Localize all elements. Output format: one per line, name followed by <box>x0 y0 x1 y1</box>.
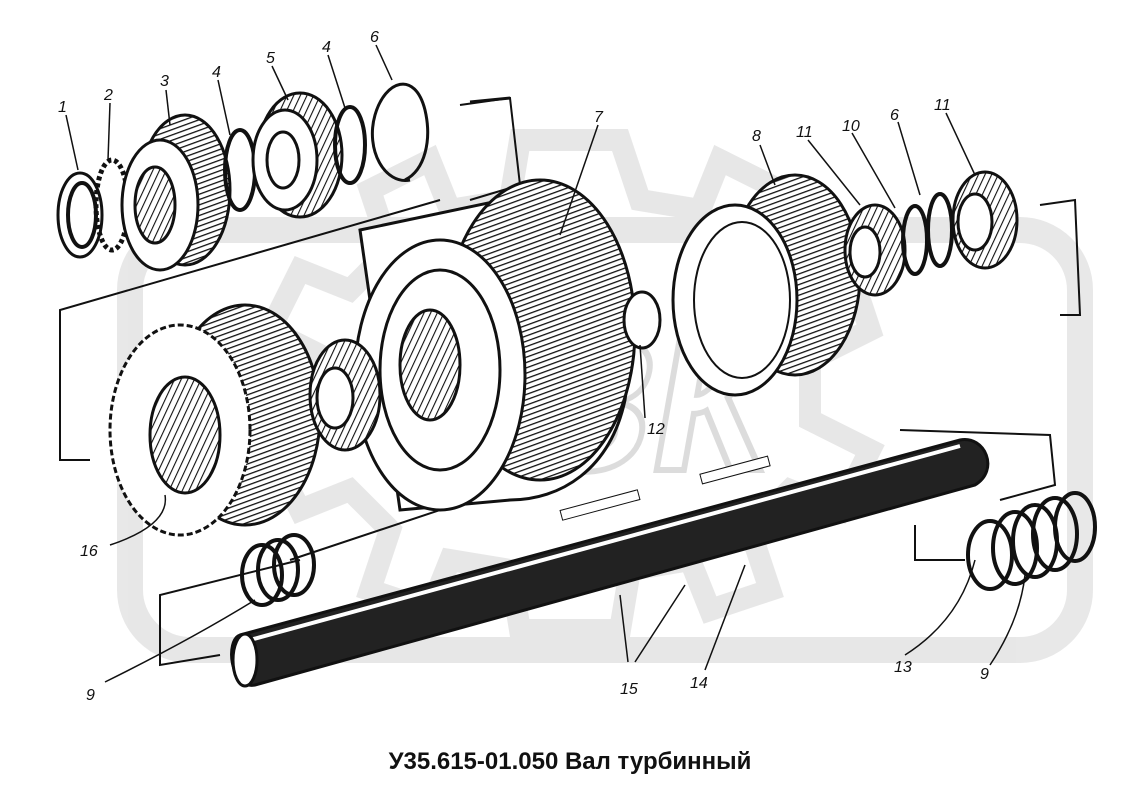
callout-3: 3 <box>160 73 169 90</box>
callout-4-a: 4 <box>212 64 221 81</box>
part-16-splined-gear <box>108 303 322 537</box>
callout-labels: 1 2 3 4 5 4 6 7 8 11 10 6 11 12 16 9 15 … <box>58 29 989 704</box>
part-11-bearing-b <box>951 170 1019 270</box>
part-9-spring-rings-right <box>991 491 1097 586</box>
exploded-parts-diagram: ОЗК <box>56 29 1097 704</box>
callout-1: 1 <box>58 99 67 116</box>
part-5-bearing <box>251 91 344 219</box>
part-14-turbine-shaft <box>230 438 990 688</box>
part-7-clutch-drum <box>353 178 662 512</box>
part-13-spring-ring <box>966 519 1014 591</box>
leader-lines <box>65 44 1026 683</box>
diagram-caption: У35.615-01.050 Вал турбинный <box>388 748 752 775</box>
callout-7: 7 <box>594 109 604 126</box>
callout-11-a: 11 <box>796 124 813 141</box>
part-11-bearing-a <box>843 203 907 297</box>
callout-10: 10 <box>842 118 860 135</box>
callout-9-a: 9 <box>86 687 95 704</box>
callout-13: 13 <box>894 659 912 676</box>
part-4-ring-b <box>333 105 367 185</box>
callout-9-b: 9 <box>980 666 989 683</box>
callout-8: 8 <box>752 128 761 145</box>
callout-4-b: 4 <box>322 39 331 56</box>
part-12-bearing <box>308 338 382 452</box>
part-8-ring-gear <box>671 173 862 397</box>
callout-15: 15 <box>620 681 638 698</box>
part-1-ring <box>56 171 104 259</box>
callout-6-b: 6 <box>890 107 899 124</box>
callout-6-a: 6 <box>370 29 379 46</box>
callout-16: 16 <box>80 543 98 560</box>
callout-5: 5 <box>266 50 275 67</box>
callout-11-b: 11 <box>934 97 951 114</box>
callout-14: 14 <box>690 675 708 692</box>
callout-2: 2 <box>103 87 113 104</box>
part-6-snap-ring <box>370 82 430 182</box>
part-9-spring-rings-left <box>240 533 316 607</box>
part-6-ring <box>926 192 954 268</box>
callout-12: 12 <box>647 421 665 438</box>
part-3-gear-hub <box>120 113 232 272</box>
